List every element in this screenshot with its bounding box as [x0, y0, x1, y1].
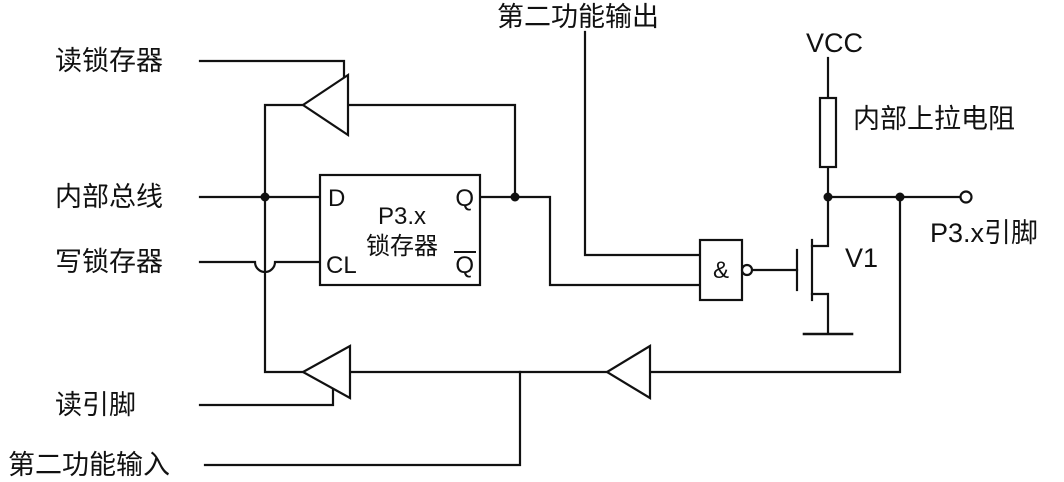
- nand-gate-symbol: &: [713, 257, 729, 284]
- wire-drain: [810, 195, 830, 248]
- junction-dot-drain-node: [823, 192, 833, 202]
- latch-name-line2: 锁存器: [366, 233, 438, 260]
- nand-gate-box: [698, 238, 744, 302]
- latch-pin-d: D: [328, 185, 345, 212]
- label-transistor-v1: V1: [845, 243, 878, 273]
- nand-inverter-bubble-icon: [740, 263, 754, 277]
- junction-dot-pin-branch: [895, 192, 905, 202]
- wire-bus-vertical-branch: [263, 103, 305, 374]
- label-pin: P3.x引脚: [930, 218, 1038, 248]
- junction-dot-internal-bus: [260, 192, 270, 202]
- label-vcc: VCC: [806, 28, 863, 58]
- label-alt-function-output: 第二功能输出: [497, 2, 659, 32]
- wire-alt-function-output: [583, 30, 702, 257]
- latch-pin-qbar: Q: [455, 252, 474, 279]
- latch-box: [318, 173, 482, 287]
- latch-name-line1: P3.x: [378, 203, 426, 230]
- wire-read-latch-enable: [198, 59, 346, 80]
- label-alt-function-input: 第二功能输入: [8, 450, 170, 480]
- wire-read-pin-enable: [198, 387, 335, 407]
- label-write-latch: 写锁存器: [55, 247, 163, 277]
- label-read-latch: 读锁存器: [55, 46, 163, 76]
- wire-write-latch: [198, 260, 322, 274]
- wire-alt-function-input: [203, 370, 522, 467]
- wire-q-to-read-buffer: [346, 103, 517, 199]
- wire-source: [810, 292, 830, 334]
- junction-dot-q-output: [510, 192, 520, 202]
- read-pin-buffer-icon: [300, 344, 352, 400]
- pullup-resistor-icon: [818, 96, 838, 169]
- latch-pin-q: Q: [455, 185, 474, 212]
- pin-terminal-icon: [959, 190, 973, 204]
- label-internal-bus: 内部总线: [55, 182, 163, 212]
- label-read-pin: 读引脚: [55, 390, 136, 420]
- label-pullup-resistor: 内部上拉电阻: [853, 104, 1015, 134]
- latch-pin-cl: CL: [326, 252, 357, 279]
- read-latch-buffer-icon: [301, 72, 350, 138]
- pin-input-buffer-icon: [604, 344, 652, 400]
- wire-pin-to-input-buffer: [648, 195, 902, 374]
- wire-q-to-nand: [478, 195, 702, 287]
